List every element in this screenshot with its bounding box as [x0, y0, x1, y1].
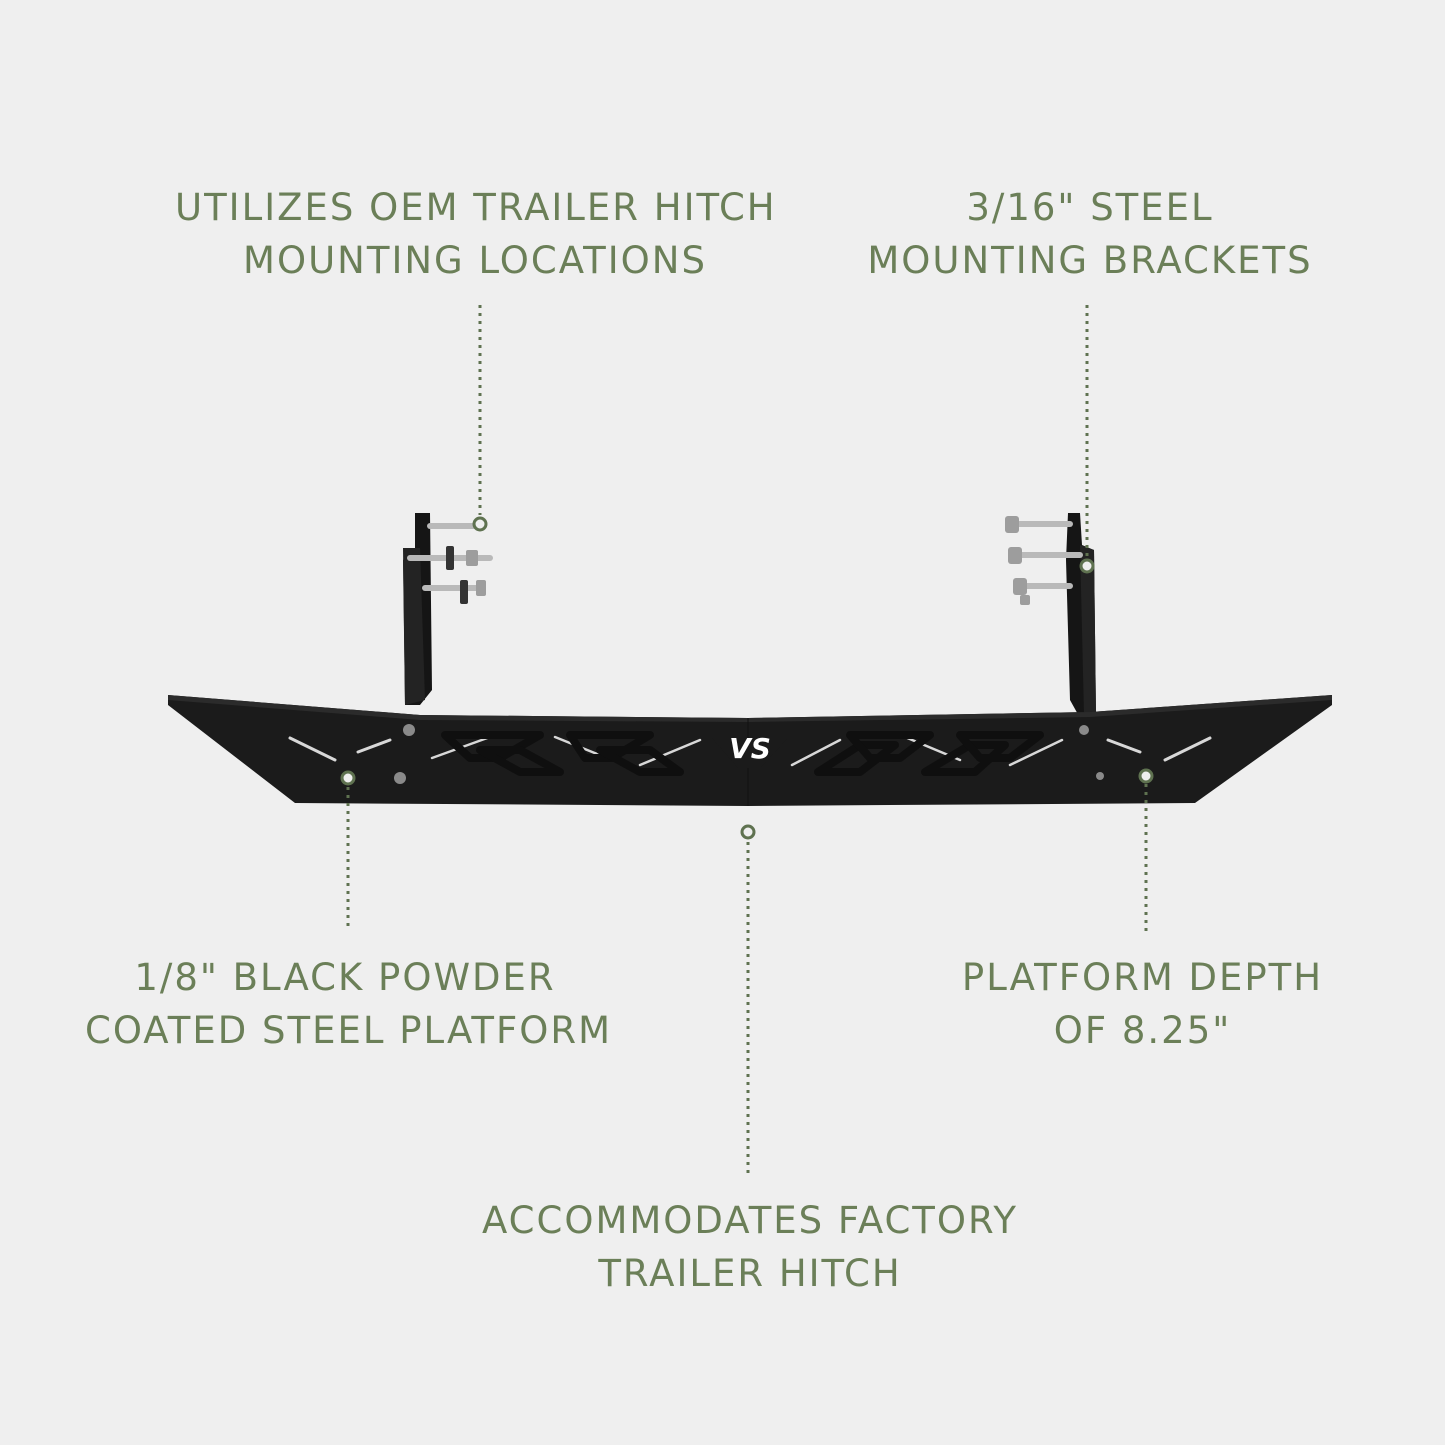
callout-black-platform-line2: COATED STEEL PLATFORM [85, 1009, 613, 1052]
callout-steel-brackets-line1: 3/16" STEEL [966, 186, 1214, 229]
leader-dot-platform [340, 770, 356, 786]
leader-dot-brackets [1079, 558, 1095, 574]
leader-dot-oem [472, 516, 488, 532]
leader-lines [346, 305, 1148, 1178]
callout-factory-hitch-line1: ACCOMMODATES FACTORY [482, 1199, 1018, 1242]
callout-steel-brackets-line2: MOUNTING BRACKETS [867, 239, 1313, 282]
right-mounting-bracket [1066, 513, 1096, 718]
callout-factory-hitch-line2: TRAILER HITCH [598, 1252, 902, 1295]
callout-black-platform: 1/8" BLACK POWDER COATED STEEL PLATFORM [85, 951, 613, 1057]
callout-oem-mounting-line2: MOUNTING LOCATIONS [243, 239, 707, 282]
leader-dot-hitch [740, 824, 756, 840]
leader-dots [340, 516, 1154, 840]
brand-logo-text: VS [729, 732, 771, 765]
callout-platform-depth-line1: PLATFORM DEPTH [961, 956, 1324, 999]
callout-platform-depth-line2: OF 8.25" [1053, 1009, 1232, 1052]
left-bolt-nuts [446, 546, 486, 604]
callout-factory-hitch: ACCOMMODATES FACTORY TRAILER HITCH [470, 1194, 1030, 1300]
callout-platform-depth: PLATFORM DEPTH OF 8.25" [960, 951, 1325, 1057]
right-bolt-nuts [1005, 516, 1030, 605]
callout-oem-mounting: UTILIZES OEM TRAILER HITCH MOUNTING LOCA… [175, 181, 775, 287]
callout-black-platform-line1: 1/8" BLACK POWDER [134, 956, 556, 999]
brand-logo: VS [712, 732, 788, 768]
callout-steel-brackets: 3/16" STEEL MOUNTING BRACKETS [865, 181, 1315, 287]
left-mounting-bracket [403, 513, 432, 705]
leader-dot-depth [1138, 768, 1154, 784]
platform-fasteners [394, 724, 1104, 784]
callout-oem-mounting-line1: UTILIZES OEM TRAILER HITCH [175, 186, 777, 229]
platform-slots [288, 731, 1212, 776]
